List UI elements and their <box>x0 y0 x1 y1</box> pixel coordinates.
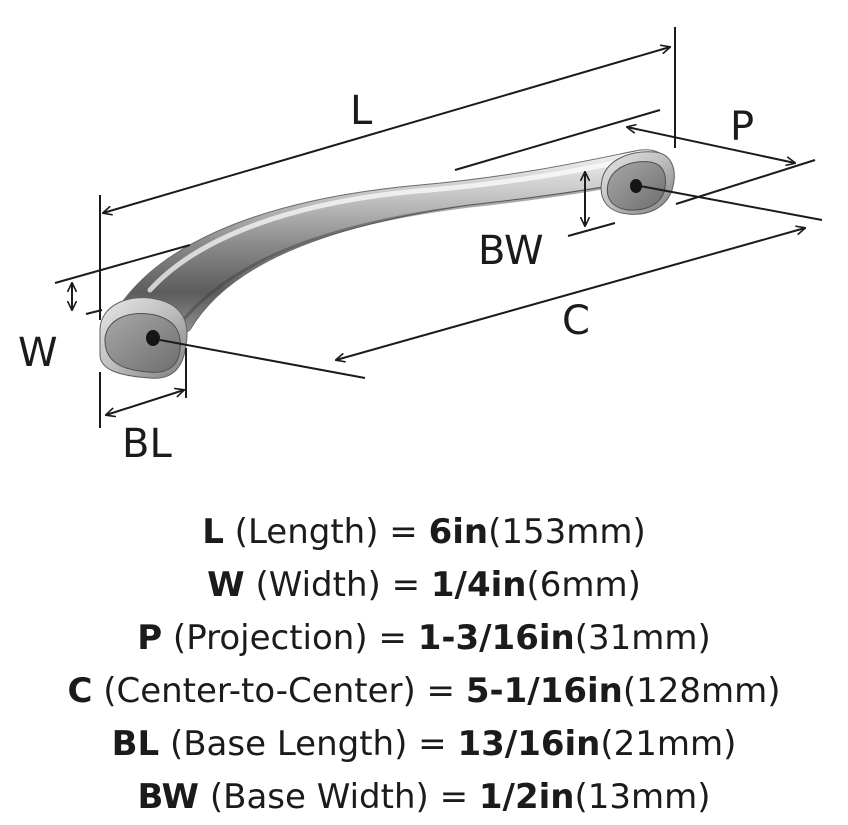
label-base-length: BL <box>122 421 172 467</box>
spec-metric: (6mm) <box>526 565 641 605</box>
spec-imperial: 1-3/16in <box>417 618 575 658</box>
projection-dimension-line <box>627 127 795 163</box>
handle-dimension-diagram: L P BW W C BL <box>18 27 823 467</box>
spec-metric: (21mm) <box>600 724 737 764</box>
spec-imperial: 5-1/16in <box>465 671 623 711</box>
base-width-extension-bottom <box>567 222 616 237</box>
width-extension-bottom <box>85 309 103 315</box>
spec-row-center-to-center: C (Center-to-Center) = 5-1/16in(128mm) <box>0 665 848 718</box>
spec-key: BL <box>111 724 160 764</box>
label-width: W <box>18 330 58 376</box>
spec-row-base-length: BL (Base Length) = 13/16in(21mm) <box>0 718 848 771</box>
spec-row-length: L (Length) = 6in(153mm) <box>0 506 848 559</box>
base-width-extension-top <box>454 109 661 171</box>
spec-key: C <box>67 671 93 711</box>
label-center: C <box>562 298 590 344</box>
specifications-list: L (Length) = 6in(153mm) W (Width) = 1/4i… <box>0 506 848 824</box>
spec-key: BW <box>137 777 200 817</box>
spec-row-base-width: BW (Base Width) = 1/2in(13mm) <box>0 771 848 824</box>
dimension-lines <box>54 27 823 428</box>
spec-imperial: 1/2in <box>478 777 575 817</box>
spec-imperial: 6in <box>428 512 489 552</box>
left-screw-hole <box>146 330 160 346</box>
spec-metric: (31mm) <box>574 618 711 658</box>
spec-description: (Length) = <box>223 512 429 552</box>
center-line-left <box>159 339 366 379</box>
center-dimension-line <box>336 228 805 360</box>
length-dimension-line <box>103 47 670 213</box>
label-length: L <box>350 88 373 134</box>
spec-key: W <box>207 565 245 605</box>
width-extension-top <box>54 244 191 284</box>
label-projection: P <box>730 104 754 150</box>
spec-row-width: W (Width) = 1/4in(6mm) <box>0 559 848 612</box>
spec-metric: (13mm) <box>574 777 711 817</box>
label-base-width: BW <box>478 228 544 274</box>
spec-metric: (128mm) <box>622 671 781 711</box>
spec-imperial: 13/16in <box>457 724 601 764</box>
spec-description: (Width) = <box>244 565 431 605</box>
spec-description: (Projection) = <box>162 618 418 658</box>
spec-description: (Base Width) = <box>199 777 479 817</box>
base-length-dimension-line <box>106 390 184 415</box>
spec-description: (Base Length) = <box>159 724 458 764</box>
spec-metric: (153mm) <box>488 512 646 552</box>
spec-description: (Center-to-Center) = <box>92 671 466 711</box>
spec-key: L <box>202 512 224 552</box>
spec-key: P <box>137 618 163 658</box>
center-line-right <box>639 185 823 221</box>
spec-row-projection: P (Projection) = 1-3/16in(31mm) <box>0 612 848 665</box>
spec-imperial: 1/4in <box>430 565 527 605</box>
left-foot-face <box>104 313 181 373</box>
